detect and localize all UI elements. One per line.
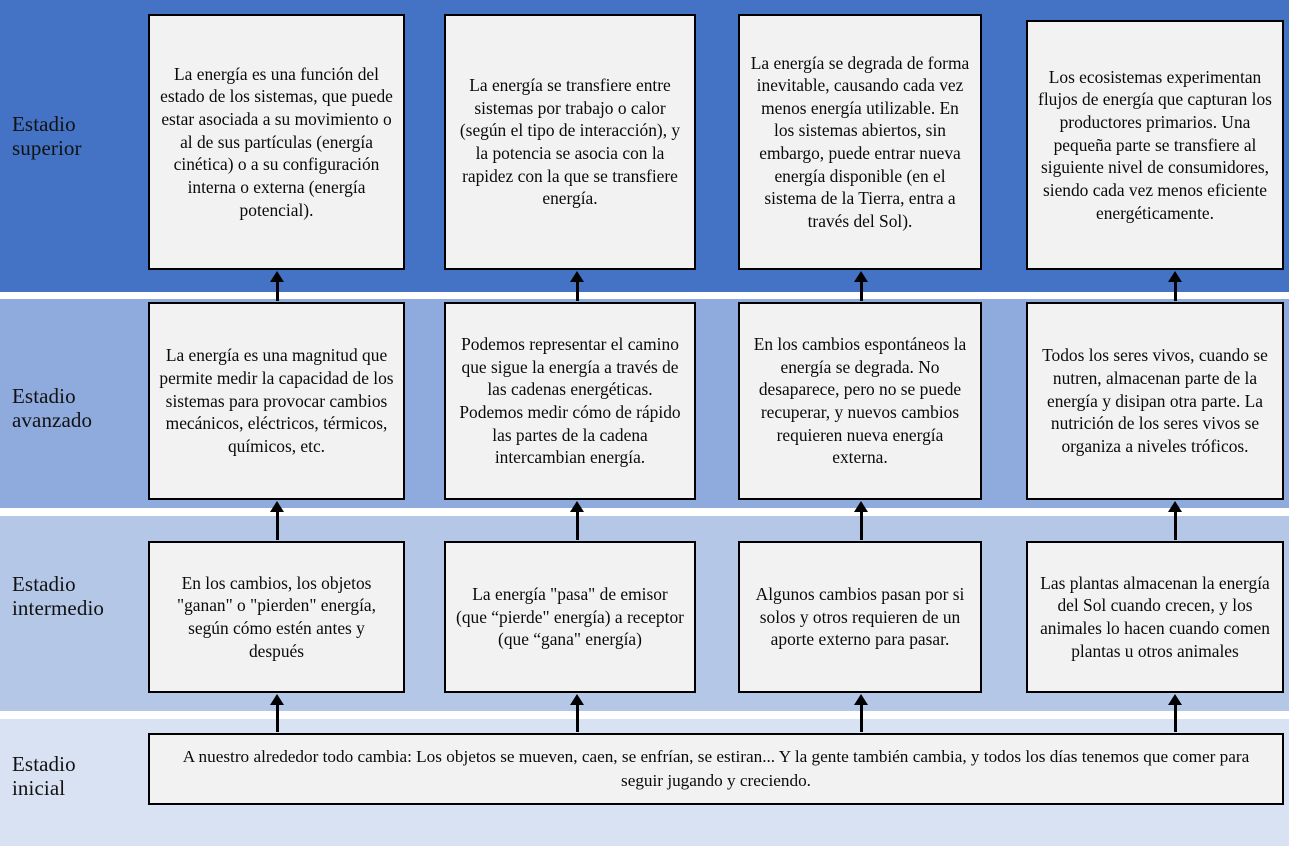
node-intermedio-3-text: Algunos cambios pasan por si solos y otr…	[755, 584, 965, 650]
arrow-up-inicial-to-intermedio-3	[854, 694, 868, 732]
node-avanzado-4-text: Todos los seres vivos, cuando se nutren,…	[1042, 345, 1268, 456]
node-superior-4: Los ecosistemas experimentan flujos de e…	[1026, 20, 1284, 270]
arrow-up-inicial-to-intermedio-4	[1168, 694, 1182, 732]
arrow-up-avanzado-to-superior-2	[570, 271, 584, 301]
node-intermedio-3: Algunos cambios pasan por si solos y otr…	[738, 541, 982, 693]
arrow-head-icon	[570, 501, 584, 512]
band-label-estadio-avanzado: Estadio avanzado	[12, 384, 93, 432]
node-superior-2: La energía se transfiere entre sistemas …	[444, 14, 696, 270]
arrow-up-intermedio-to-avanzado-4	[1168, 501, 1182, 540]
node-avanzado-3: En los cambios espontáneos la energía se…	[738, 302, 982, 500]
arrow-up-avanzado-to-superior-1	[270, 271, 284, 301]
node-intermedio-2: La energía "pasa" de emisor (que “pierde…	[444, 541, 696, 693]
node-intermedio-4-text: Las plantas almacenan la energía del Sol…	[1040, 572, 1270, 661]
node-inicial-1: A nuestro alrededor todo cambia: Los obj…	[148, 733, 1284, 805]
node-inicial-1-text: A nuestro alrededor todo cambia: Los obj…	[182, 747, 1250, 790]
arrow-shaft	[859, 280, 863, 301]
arrow-shaft	[1173, 703, 1177, 732]
arrow-shaft	[1173, 280, 1177, 301]
node-avanzado-2: Podemos representar el camino que sigue …	[444, 302, 696, 500]
node-avanzado-3-text: En los cambios espontáneos la energía se…	[753, 334, 967, 468]
arrow-head-icon	[854, 501, 868, 512]
node-intermedio-1-text: En los cambios, los objetos "ganan" o "p…	[176, 572, 376, 661]
arrow-head-icon	[270, 271, 284, 282]
arrow-up-inicial-to-intermedio-1	[270, 694, 284, 732]
arrow-head-icon	[570, 694, 584, 705]
arrow-head-icon	[270, 501, 284, 512]
node-intermedio-4: Las plantas almacenan la energía del Sol…	[1026, 541, 1284, 693]
arrow-shaft	[575, 703, 579, 732]
node-avanzado-2-text: Podemos representar el camino que sigue …	[459, 334, 681, 468]
node-avanzado-1-text: La energía es una magnitud que permite m…	[159, 345, 394, 456]
node-intermedio-2-text: La energía "pasa" de emisor (que “pierde…	[456, 584, 684, 650]
arrow-shaft	[859, 510, 863, 540]
node-superior-1-text: La energía es una función del estado de …	[160, 63, 393, 220]
node-superior-4-text: Los ecosistemas experimentan flujos de e…	[1038, 66, 1272, 223]
arrow-head-icon	[1168, 271, 1182, 282]
node-superior-3: La energía se degrada de forma inevitabl…	[738, 14, 982, 270]
node-intermedio-1: En los cambios, los objetos "ganan" o "p…	[148, 541, 405, 693]
band-label-estadio-intermedio: Estadio intermedio	[12, 572, 104, 620]
band-label-estadio-inicial: Estadio inicial	[12, 752, 76, 800]
arrow-shaft	[859, 703, 863, 732]
arrow-shaft	[275, 703, 279, 732]
arrow-up-avanzado-to-superior-4	[1168, 271, 1182, 301]
arrow-up-intermedio-to-avanzado-2	[570, 501, 584, 540]
arrow-head-icon	[854, 694, 868, 705]
arrow-up-avanzado-to-superior-3	[854, 271, 868, 301]
arrow-head-icon	[854, 271, 868, 282]
arrow-up-intermedio-to-avanzado-3	[854, 501, 868, 540]
arrow-shaft	[575, 280, 579, 301]
node-superior-2-text: La energía se transfiere entre sistemas …	[459, 75, 681, 209]
arrow-up-inicial-to-intermedio-2	[570, 694, 584, 732]
arrow-shaft	[275, 510, 279, 540]
node-superior-3-text: La energía se degrada de forma inevitabl…	[750, 52, 970, 231]
arrow-head-icon	[570, 271, 584, 282]
node-superior-1: La energía es una función del estado de …	[148, 14, 405, 270]
node-avanzado-1: La energía es una magnitud que permite m…	[148, 302, 405, 500]
arrow-head-icon	[1168, 501, 1182, 512]
arrow-up-intermedio-to-avanzado-1	[270, 501, 284, 540]
band-label-estadio-superior: Estadio superior	[12, 112, 82, 160]
arrow-head-icon	[1168, 694, 1182, 705]
node-avanzado-4: Todos los seres vivos, cuando se nutren,…	[1026, 302, 1284, 500]
arrow-shaft	[575, 510, 579, 540]
arrow-head-icon	[270, 694, 284, 705]
arrow-shaft	[1173, 510, 1177, 540]
arrow-shaft	[275, 280, 279, 301]
